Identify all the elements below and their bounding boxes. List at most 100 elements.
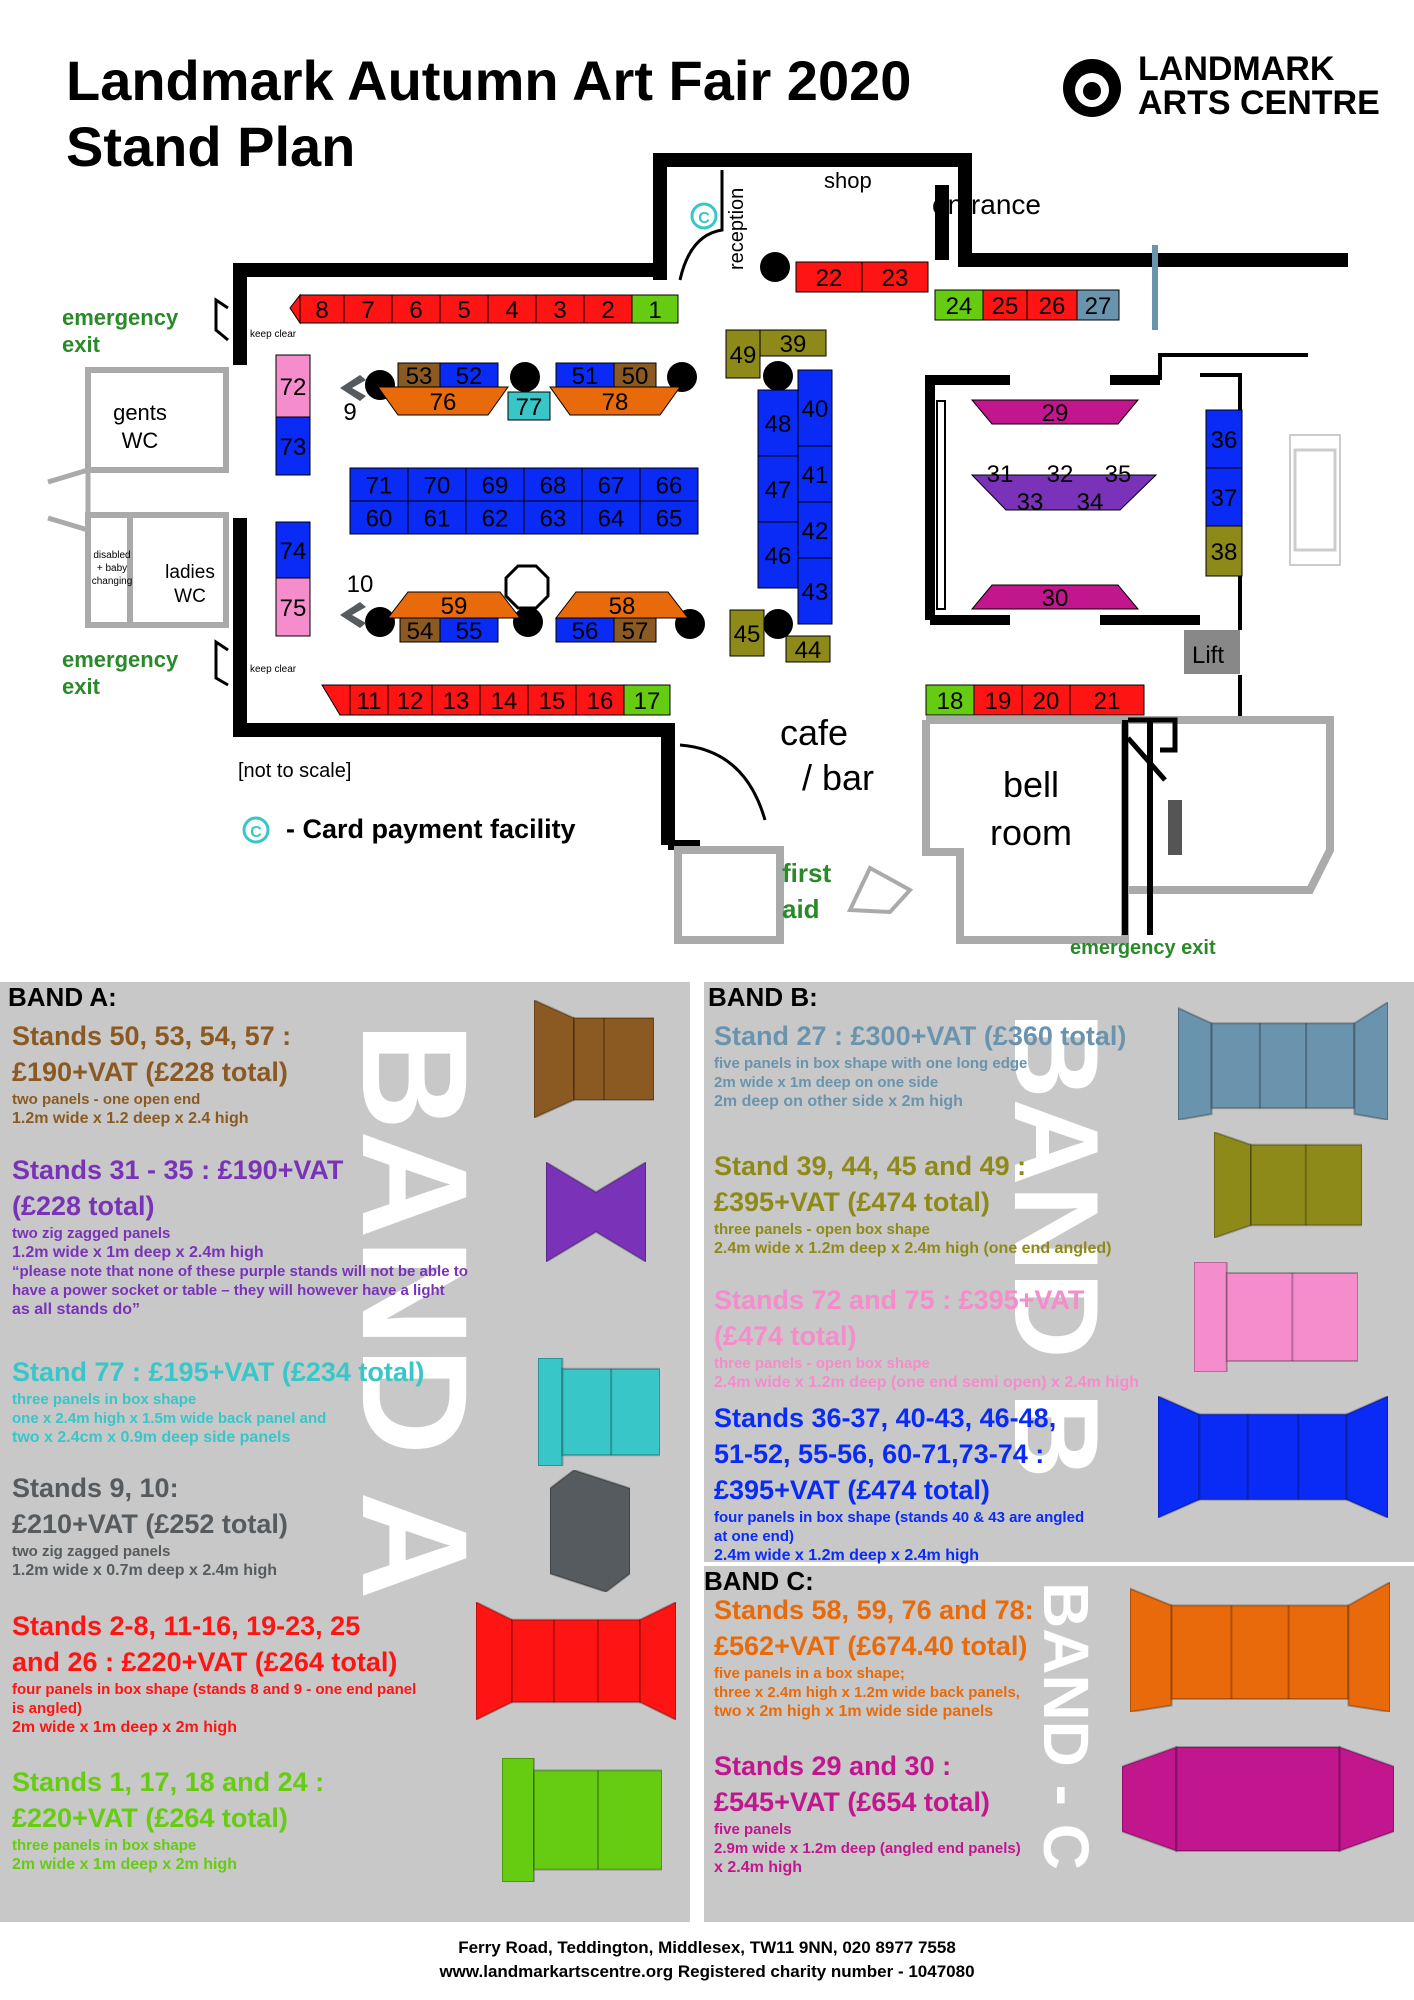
stand-shape <box>1129 1580 1391 1717</box>
stand-78-label: 78 <box>602 389 629 416</box>
band-b-panel: BAND B BAND - C BAND B: BAND C: Stand 27… <box>704 982 1414 1922</box>
stand-9 <box>340 375 366 401</box>
stand-58-label: 58 <box>609 593 636 620</box>
stand-label-73: 73 <box>280 434 307 461</box>
stand-shape-icon <box>1177 1000 1389 1122</box>
price-heading: Stands 1, 17, 18 and 24 : <box>12 1767 325 1797</box>
stand-label-12: 12 <box>397 688 424 715</box>
stand-shape <box>1121 1734 1395 1869</box>
stand-label-49: 49 <box>730 342 757 369</box>
price-detail: 2m wide x 1m deep on one side <box>714 1074 939 1091</box>
stand-29 <box>970 399 1140 425</box>
price-heading: Stands 31 - 35 : £190+VAT <box>12 1155 344 1185</box>
stand-54 <box>399 617 441 643</box>
price-heading: and 26 : £220+VAT (£264 total) <box>12 1647 398 1677</box>
label-disabled-1: + baby <box>97 563 127 574</box>
price-heading: £395+VAT (£474 total) <box>714 1187 990 1217</box>
stand-59-label: 59 <box>441 593 468 620</box>
price-detail: at one end) <box>714 1528 795 1545</box>
label-shop: shop <box>824 168 872 193</box>
logo-line-1: LANDMARK <box>1138 50 1335 88</box>
price-detail: 2m wide x 1m deep x 2m high <box>12 1719 237 1736</box>
price-detail: 2.4m wide x 1.2m deep x 2.4m high (one e… <box>714 1240 1112 1257</box>
stand-shape <box>533 998 655 1123</box>
label-card-payment: - Card payment facility <box>286 814 576 844</box>
price-heading: Stands 2-8, 11-16, 19-23, 25 <box>12 1611 361 1641</box>
stand-label-18: 18 <box>937 688 964 715</box>
stand-39 <box>759 329 827 357</box>
price-entry: Stands 31 - 35 : £190+VAT(£228 total)two… <box>12 1152 468 1319</box>
columns <box>365 252 793 639</box>
stand-75 <box>275 577 311 637</box>
stand-29-label: 29 <box>1042 400 1069 427</box>
stand-41 <box>797 445 833 503</box>
plan-labels: shopentrancereceptionemergencyexitemerge… <box>62 168 1224 959</box>
stand-45 <box>729 609 765 657</box>
stand-11-angle <box>321 684 351 716</box>
stand-label-31: 31 <box>987 461 1014 488</box>
stand-label-36: 36 <box>1211 427 1238 454</box>
column-3 <box>365 607 395 637</box>
stand-label-4: 4 <box>505 297 518 324</box>
price-detail: is angled) <box>12 1700 83 1717</box>
stand-label-43: 43 <box>802 579 829 606</box>
stand-label-1: 1 <box>648 297 661 324</box>
stand-shape <box>545 1160 647 1267</box>
label-first: first <box>782 858 831 888</box>
stand-label-2: 2 <box>601 297 614 324</box>
stand-label-35: 35 <box>1105 461 1132 488</box>
label-exit-top: exit <box>62 332 101 357</box>
price-entry: Stands 58, 59, 76 and 78:£562+VAT (£674.… <box>714 1592 1034 1721</box>
price-entry: Stands 1, 17, 18 and 24 :£220+VAT (£264 … <box>12 1764 324 1874</box>
label-lift: Lift <box>1192 642 1224 669</box>
stand-label-14: 14 <box>491 688 518 715</box>
stand-label-32: 32 <box>1047 461 1074 488</box>
stand-label-44: 44 <box>795 637 822 664</box>
price-entry: Stands 50, 53, 54, 57 :£190+VAT (£228 to… <box>12 1018 291 1128</box>
logo-mark-icon <box>1063 59 1121 117</box>
label-keep-clear-top: keep clear <box>250 329 297 340</box>
stand-23 <box>861 261 929 293</box>
stand-2 <box>583 294 633 324</box>
label-gents: gents <box>113 400 167 425</box>
price-heading: Stand 77 : £195+VAT (£234 total) <box>12 1357 425 1387</box>
column-8 <box>763 609 793 639</box>
stand-76 <box>377 386 509 416</box>
price-heading: £545+VAT (£654 total) <box>714 1787 990 1817</box>
stand-shape-icon <box>537 1357 661 1467</box>
label-exit-left: exit <box>62 674 101 699</box>
stand-label-9: 9 <box>343 399 356 426</box>
stand-label-50: 50 <box>622 363 649 390</box>
stand-shape <box>1177 1000 1389 1125</box>
label-entrance: entrance <box>932 189 1041 220</box>
stand-label-8: 8 <box>315 297 328 324</box>
price-heading: Stands 9, 10: <box>12 1473 179 1503</box>
stand-3 <box>535 294 585 324</box>
stand-68 <box>523 467 583 502</box>
price-detail: three panels - open box shape <box>714 1221 930 1238</box>
stand-label-52: 52 <box>456 363 483 390</box>
stand-label-55: 55 <box>456 618 483 645</box>
band-divider <box>704 1562 1414 1566</box>
card-symbol-icon <box>242 816 270 844</box>
stand-13 <box>431 684 481 716</box>
stand-shape-icon <box>1157 1394 1389 1520</box>
stand-label-62: 62 <box>482 506 509 533</box>
footer-address: Ferry Road, Teddington, Middlesex, TW11 … <box>458 1938 956 1957</box>
stand-label-3: 3 <box>553 297 566 324</box>
stand-46 <box>757 521 799 589</box>
price-heading: Stands 29 and 30 : <box>714 1751 952 1781</box>
stand-76-label: 76 <box>430 389 457 416</box>
stand-27 <box>1076 289 1120 321</box>
stand-label-63: 63 <box>540 506 567 533</box>
stand-label-25: 25 <box>992 293 1019 320</box>
stand-label-71: 71 <box>366 473 393 500</box>
label-gents-wc: WC <box>122 428 159 453</box>
stand-label-7: 7 <box>361 297 374 324</box>
stand-label-47: 47 <box>765 477 792 504</box>
stand-label-60: 60 <box>366 506 393 533</box>
price-detail: two x 2m high x 1m wide side panels <box>714 1703 994 1720</box>
band-b-title: BAND B: <box>708 982 818 1012</box>
price-detail: four panels in box shape (stands 8 and 9… <box>12 1681 417 1698</box>
